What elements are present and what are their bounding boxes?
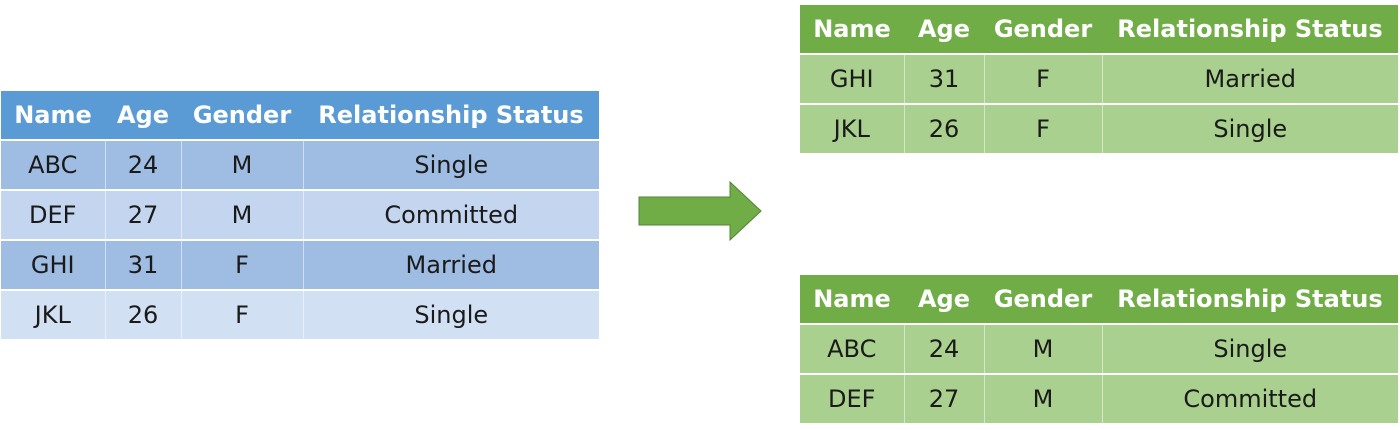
cell-gender: M (983, 374, 1102, 423)
header-relationship-status: Relationship Status (1102, 275, 1398, 324)
header-age: Age (904, 5, 984, 54)
cell-name: JKL (800, 104, 904, 153)
cell-gender: M (983, 324, 1102, 374)
header-row: Name Age Gender Relationship Status (800, 275, 1398, 324)
cell-name: ABC (1, 140, 105, 190)
cell-age: 27 (903, 374, 984, 423)
header-name: Name (800, 275, 904, 324)
cell-age: 24 (903, 324, 984, 374)
table-row: JKL 26 F Single (1, 290, 599, 339)
header-row: Name Age Gender Relationship Status (1, 91, 599, 140)
cell-status: Single (302, 140, 599, 190)
cell-name: DEF (1, 190, 105, 240)
cell-gender: F (180, 290, 303, 339)
cell-name: ABC (800, 324, 904, 374)
header-name: Name (1, 91, 105, 140)
male-table: Name Age Gender Relationship Status ABC … (800, 275, 1398, 423)
cell-status: Committed (302, 190, 599, 240)
header-age: Age (105, 91, 181, 140)
cell-gender: F (983, 54, 1102, 104)
cell-name: GHI (800, 54, 904, 104)
cell-age: 31 (903, 54, 984, 104)
cell-gender: M (180, 140, 303, 190)
table-row: ABC 24 M Single (800, 324, 1398, 374)
table-row: ABC 24 M Single (1, 140, 599, 190)
cell-age: 27 (104, 190, 181, 240)
cell-age: 26 (104, 290, 181, 339)
header-row: Name Age Gender Relationship Status (800, 5, 1398, 54)
cell-gender: F (983, 104, 1102, 153)
table-row: DEF 27 M Committed (1, 190, 599, 240)
cell-status: Single (1101, 104, 1398, 153)
cell-status: Married (302, 240, 599, 290)
header-gender: Gender (984, 5, 1102, 54)
cell-name: GHI (1, 240, 105, 290)
female-table: Name Age Gender Relationship Status GHI … (800, 5, 1398, 153)
header-gender: Gender (181, 91, 303, 140)
cell-status: Married (1101, 54, 1398, 104)
cell-gender: M (180, 190, 303, 240)
cell-age: 24 (104, 140, 181, 190)
cell-gender: F (180, 240, 303, 290)
right-arrow-icon (638, 181, 762, 241)
cell-status: Single (302, 290, 599, 339)
cell-name: DEF (800, 374, 904, 423)
header-name: Name (800, 5, 904, 54)
table-row: DEF 27 M Committed (800, 374, 1398, 423)
cell-age: 31 (104, 240, 181, 290)
header-gender: Gender (984, 275, 1102, 324)
cell-status: Committed (1101, 374, 1398, 423)
table-row: GHI 31 F Married (800, 54, 1398, 104)
cell-age: 26 (903, 104, 984, 153)
table-row: GHI 31 F Married (1, 240, 599, 290)
header-age: Age (904, 275, 984, 324)
source-table: Name Age Gender Relationship Status ABC … (1, 91, 599, 339)
header-relationship-status: Relationship Status (303, 91, 599, 140)
cell-status: Single (1101, 324, 1398, 374)
header-relationship-status: Relationship Status (1102, 5, 1398, 54)
table-row: JKL 26 F Single (800, 104, 1398, 153)
cell-name: JKL (1, 290, 105, 339)
